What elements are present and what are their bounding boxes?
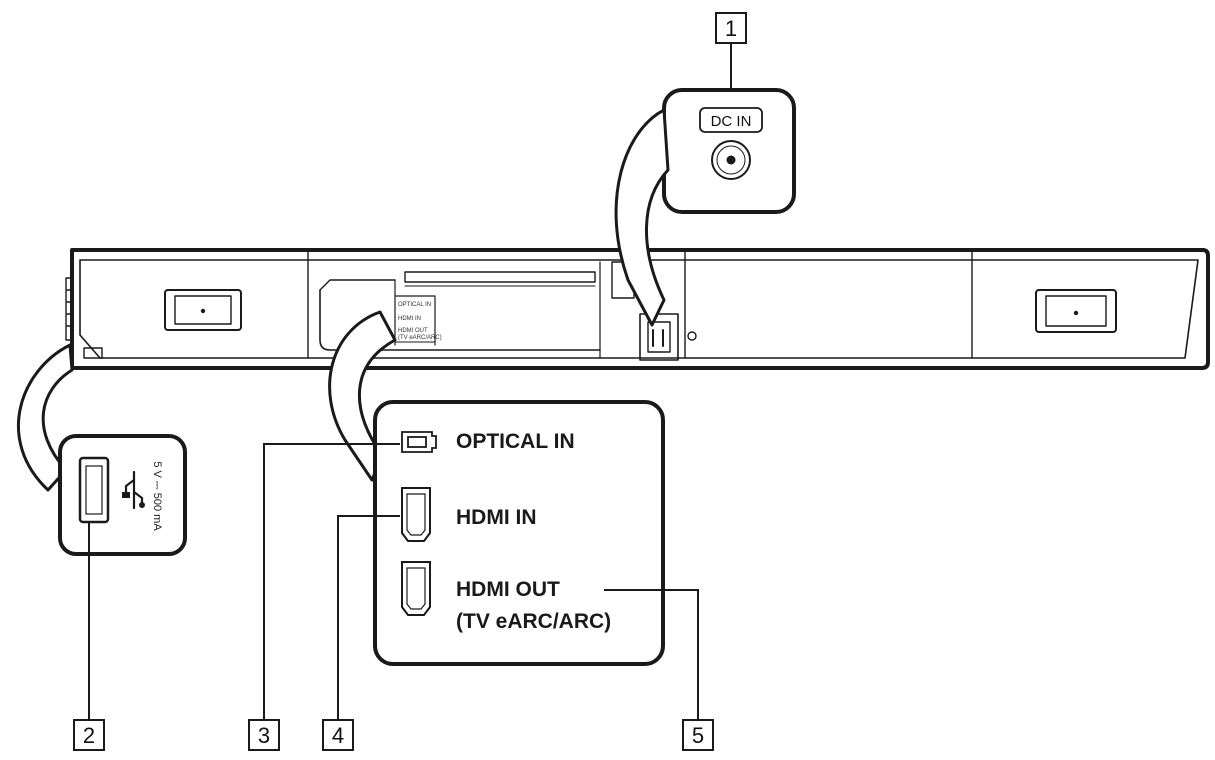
hdmi-out-label-line2: (TV eARC/ARC) xyxy=(456,610,611,633)
callout-4: 4 xyxy=(322,515,400,751)
callout-2-number: 2 xyxy=(83,723,95,748)
left-side-ridges xyxy=(65,277,73,341)
usb-spec-label: 5 V ⎓ 500 mA xyxy=(151,461,163,531)
bar-label-line2: HDMI IN xyxy=(398,316,421,322)
dc-in-panel xyxy=(662,88,796,214)
usb-symbol-icon xyxy=(122,470,145,510)
right-wall-mount xyxy=(1035,289,1117,333)
side-usb-slot xyxy=(83,347,103,359)
soundbar-body: OPTICAL IN HDMI IN HDMI OUT (TV eARC/ARC… xyxy=(65,248,1210,370)
dc-jack-icon xyxy=(711,140,751,180)
hdmi-in-port-icon xyxy=(401,487,431,542)
optical-port-icon xyxy=(401,431,437,453)
hdmi-out-port-icon xyxy=(401,561,431,616)
soundbar-outline xyxy=(70,248,1210,370)
port-panel xyxy=(373,400,665,666)
callout-5-number: 5 xyxy=(692,723,704,748)
hdmi-in-label: HDMI IN xyxy=(456,506,537,529)
dc-in-label: DC IN xyxy=(711,113,752,130)
callout-3-number: 3 xyxy=(258,723,270,748)
port-panel-arrow xyxy=(328,310,397,482)
callout-3: 3 xyxy=(248,443,400,751)
callout-4-number: 4 xyxy=(332,723,344,748)
left-wall-mount xyxy=(164,289,242,331)
usb-port-icon xyxy=(78,456,110,524)
callout-2: 2 xyxy=(73,522,105,751)
callout-1-number: 1 xyxy=(725,16,737,41)
bar-label-plate xyxy=(394,295,436,343)
connector-recess xyxy=(319,271,601,351)
hdmi-out-label-line1: HDMI OUT xyxy=(456,578,560,601)
bar-label-line3: HDMI OUT xyxy=(398,328,428,334)
bar-label-line1: OPTICAL IN xyxy=(398,302,431,308)
callout-5: 5 xyxy=(604,589,714,751)
bar-label-line4: (TV eARC/ARC) xyxy=(398,335,442,341)
dc-in-arrow xyxy=(614,108,670,327)
soundbar-inner-bevel xyxy=(79,259,1199,359)
optical-in-label: OPTICAL IN xyxy=(456,430,575,453)
usb-arrow xyxy=(16,343,74,492)
